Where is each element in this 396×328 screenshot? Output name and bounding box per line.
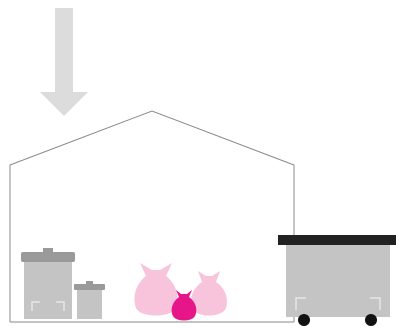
garbage-bags-icon [134,263,227,321]
garbage-bag-large [134,263,177,316]
garbage-bag-medium [191,271,227,316]
wheeled-waste-container-icon [278,235,396,326]
large-trash-bin-icon [21,248,75,319]
small-trash-bin-icon [74,281,105,319]
down-arrow-icon [40,8,88,116]
